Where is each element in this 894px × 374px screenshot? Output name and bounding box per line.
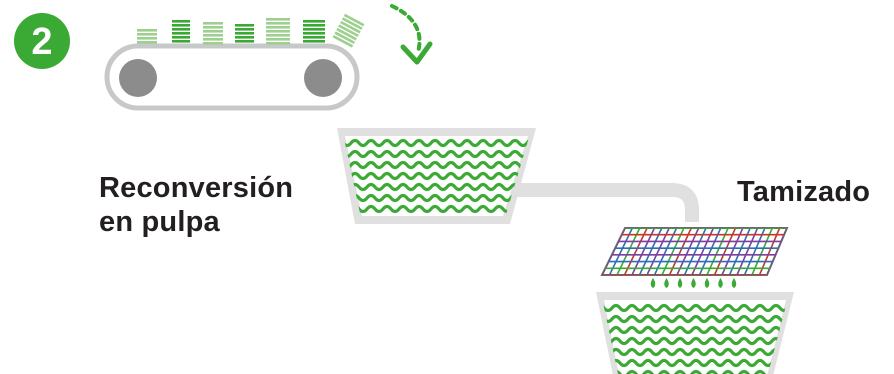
paper-stacks	[137, 14, 364, 48]
step-number-badge-icon: 2	[14, 13, 70, 69]
droplet	[678, 278, 683, 288]
screening-label: Tamizado	[737, 175, 870, 209]
paper-stack	[266, 18, 290, 45]
paper-stack	[235, 24, 254, 43]
droplet	[691, 278, 696, 288]
repulping-label: Reconversión en pulpa	[99, 171, 293, 239]
pulper-vat-icon	[335, 128, 543, 224]
conveyor-belt-icon	[107, 46, 357, 108]
droplet	[705, 278, 710, 288]
droplet	[664, 278, 669, 288]
paper-stack	[137, 29, 157, 44]
curved-arrow-icon	[392, 6, 430, 62]
droplet	[651, 278, 656, 288]
transfer-pipe-icon	[512, 190, 692, 222]
screen-mesh-icon	[590, 228, 800, 275]
repulping-label-line2: en pulpa	[99, 205, 293, 239]
paper-stack	[333, 14, 365, 48]
step-number: 2	[31, 21, 52, 63]
collection-vat-icon	[596, 292, 804, 374]
droplets-icon	[651, 278, 737, 288]
droplet	[718, 278, 723, 288]
repulping-label-line1: Reconversión	[99, 171, 293, 205]
droplet	[732, 278, 737, 288]
paper-stack	[203, 22, 223, 45]
paper-stack	[172, 20, 190, 43]
paper-stack	[303, 20, 325, 43]
